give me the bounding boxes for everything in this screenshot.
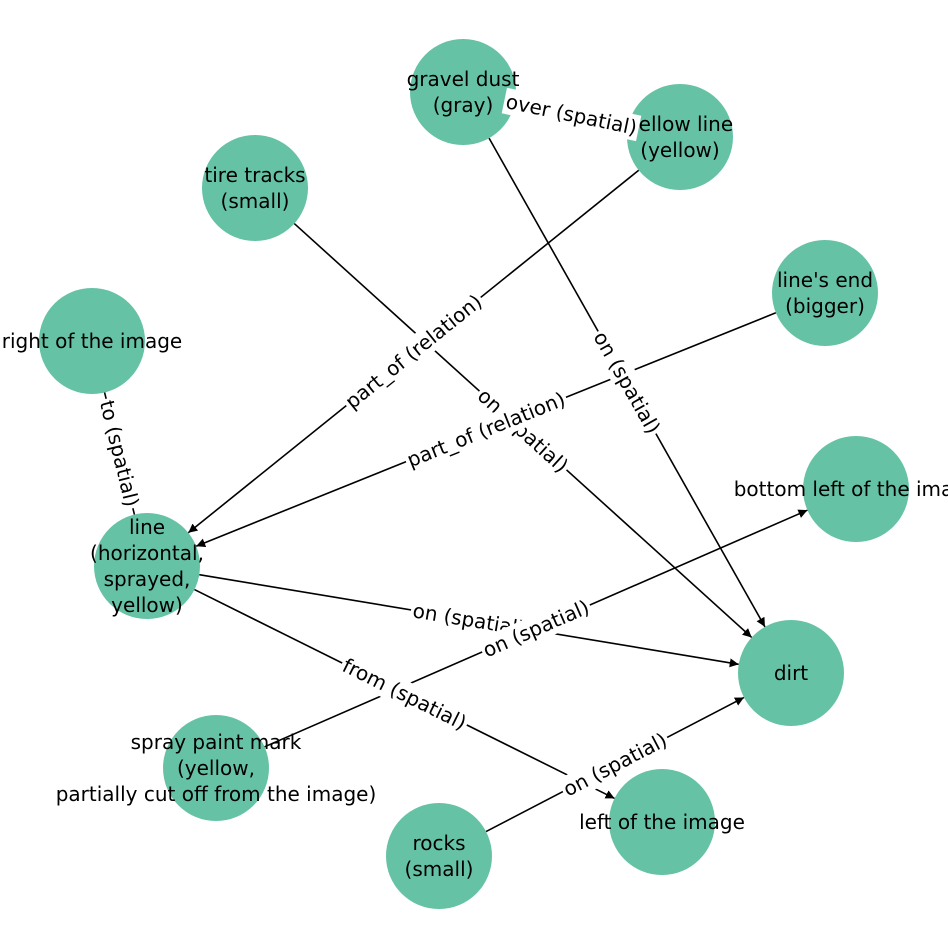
edge-label-line-leftimg: from (spatial) [336, 651, 473, 737]
node-lineend: line's end(bigger) [772, 240, 878, 346]
edge-label-gravel-yellowline: over (spatial) [501, 87, 642, 142]
node-label-line: yellow line [627, 112, 733, 136]
node-gravel: gravel dust(gray) [407, 39, 520, 145]
node-label-line: bottom left of the image [734, 477, 948, 501]
node-circle [410, 39, 516, 145]
edge-labels-layer: over (spatial) on (spatial) part_of (relat… [93, 87, 674, 804]
node-dirt: dirt [738, 620, 844, 726]
edge-label-text: on (spatial) [589, 327, 666, 438]
node-leftimg: left of the image [579, 769, 745, 875]
nodes-layer: gravel dust(gray) yellow line(yellow) tire… [2, 39, 948, 909]
node-circle [202, 135, 308, 241]
node-spray: spray paint mark(yellow,partially cut of… [56, 715, 377, 821]
node-label-line: (yellow, [177, 756, 255, 780]
node-rocks: rocks(small) [386, 803, 492, 909]
node-label-line: yellow) [111, 593, 183, 617]
node-circle [738, 620, 844, 726]
node-bottomleft: bottom left of the image [734, 436, 948, 542]
edge-label-right-line: to (spatial) [93, 395, 146, 512]
node-label-line: line [129, 515, 165, 539]
node-label-line: dirt [774, 661, 808, 685]
node-right: right of the image [2, 288, 182, 394]
node-label-line: tire tracks [204, 163, 305, 187]
node-label-line: spray paint mark [131, 730, 302, 754]
node-label-line: (gray) [433, 93, 494, 117]
node-label-line: (small) [221, 189, 290, 213]
edge-label-yellowline-line: part_of (relation) [338, 287, 489, 416]
node-label-line: left of the image [579, 810, 745, 834]
node-label-line: partially cut off from the image) [56, 782, 377, 806]
node-circle [94, 513, 200, 619]
node-yellowline: yellow line(yellow) [627, 84, 733, 190]
node-circle [772, 240, 878, 346]
edge-label-text: part_of (relation) [340, 289, 486, 413]
node-circle [609, 769, 715, 875]
node-label-line: right of the image [2, 329, 182, 353]
node-label-line: rocks [412, 831, 465, 855]
node-label-line: gravel dust [407, 67, 520, 91]
node-label-line: line's end [777, 268, 873, 292]
node-circle [163, 715, 269, 821]
node-circle [386, 803, 492, 909]
node-circle [803, 436, 909, 542]
node-label-line: (small) [405, 857, 474, 881]
node-label-line: (bigger) [785, 294, 865, 318]
node-tire: tire tracks(small) [202, 135, 308, 241]
edge-label-text: to (spatial) [95, 398, 144, 509]
node-label-line: (horizontal, [90, 541, 204, 565]
edge-label-text: over (spatial) [504, 89, 639, 140]
node-line: line(horizontal,sprayed,yellow) [90, 513, 204, 619]
node-label-line: (yellow) [640, 138, 719, 162]
node-label-line: sprayed, [104, 567, 191, 591]
edge-label-gravel-dirt: on (spatial) [586, 324, 668, 441]
node-circle [39, 288, 145, 394]
node-circle [627, 84, 733, 190]
